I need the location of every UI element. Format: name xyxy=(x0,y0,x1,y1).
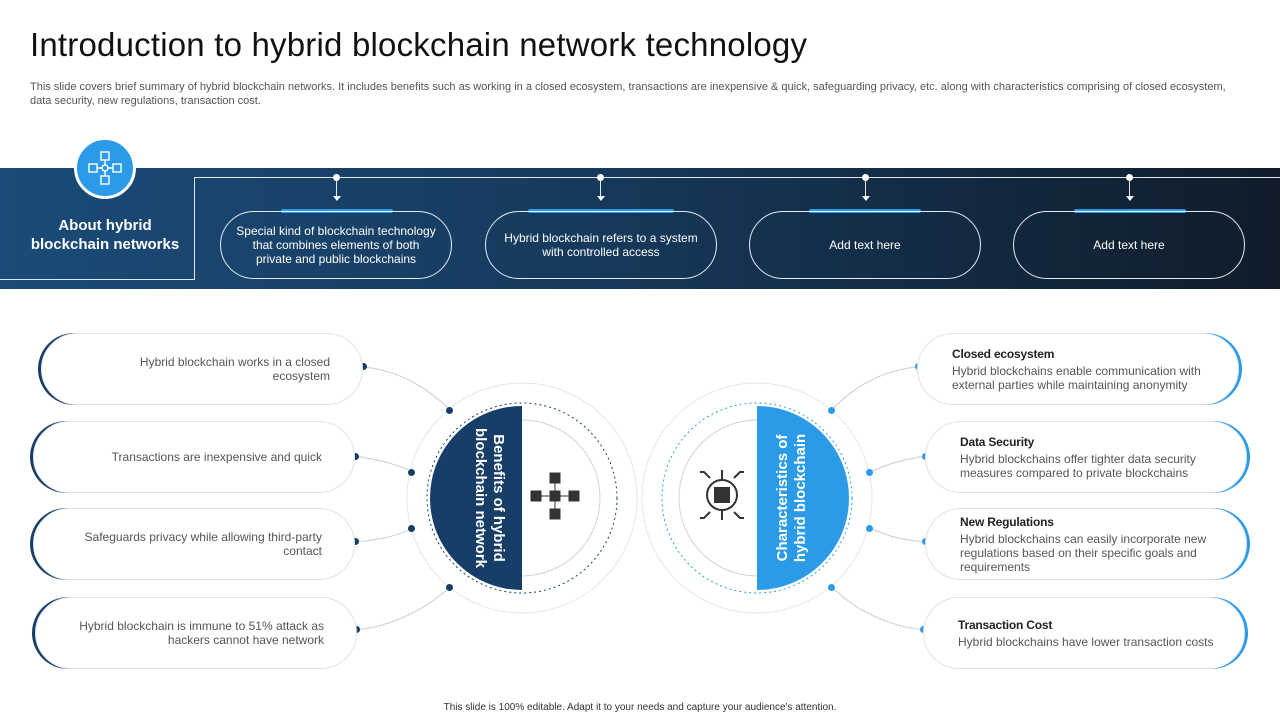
about-label: About hybrid blockchain networks xyxy=(20,216,190,254)
about-card-text: Hybrid blockchain refers to a system wit… xyxy=(504,231,698,259)
connector-line xyxy=(831,366,919,411)
ring-dot xyxy=(408,469,415,476)
characteristic-title: New Regulations xyxy=(960,514,1054,529)
ring-dot xyxy=(866,525,873,532)
characteristic-text: Hybrid blockchains enable communication … xyxy=(952,363,1201,392)
footer-note: This slide is 100% editable. Adapt it to… xyxy=(443,702,837,713)
hub-outer-ring xyxy=(641,382,873,614)
about-card: Special kind of blockchain technology th… xyxy=(220,211,452,279)
ring-dot xyxy=(446,407,453,414)
characteristic-card: Closed ecosystem Hybrid blockchains enab… xyxy=(917,333,1239,405)
benefits-heading-line1: Benefits of hybrid xyxy=(490,434,507,562)
ring-dot xyxy=(866,469,873,476)
characteristic-card: New Regulations Hybrid blockchains can e… xyxy=(925,508,1247,580)
benefits-heading: Benefits of hybrid blockchain network xyxy=(472,428,507,569)
benefit-card: Transactions are inexpensive and quick xyxy=(33,421,355,493)
band-divider-line xyxy=(0,279,195,280)
characteristics-heading: Characteristics of hybrid blockchain xyxy=(774,434,809,563)
band-frame-line xyxy=(194,177,1280,279)
connector-arrow xyxy=(597,174,605,201)
benefit-text: Transactions are inexpensive and quick xyxy=(111,450,322,464)
characteristic-text: Hybrid blockchains offer tighter data se… xyxy=(960,451,1196,480)
characteristic-title: Transaction Cost xyxy=(958,617,1053,632)
about-label-line1: About hybrid xyxy=(58,217,152,234)
connector-arrow xyxy=(333,174,341,201)
connector-arrow xyxy=(1126,174,1134,201)
connector-line xyxy=(869,527,927,543)
page-subtitle: This slide covers brief summary of hybri… xyxy=(30,81,1226,107)
about-card-text: Add text here xyxy=(1093,238,1165,252)
characteristic-title: Data Security xyxy=(960,434,1035,449)
about-card-text: Add text here xyxy=(829,238,901,252)
connector-line xyxy=(354,455,413,473)
card-dot xyxy=(352,538,359,545)
benefit-card: Hybrid blockchain works in a closed ecos… xyxy=(41,333,363,405)
blockchain-network-icon xyxy=(74,137,136,199)
ring-dot xyxy=(446,584,453,591)
benefits-heading-line2: blockchain network xyxy=(472,428,489,569)
characteristic-card: Data Security Hybrid blockchains offer t… xyxy=(925,421,1247,493)
characteristic-text: Hybrid blockchains can easily incorporat… xyxy=(960,531,1207,574)
characteristics-half-disc xyxy=(757,406,849,590)
benefit-text: Hybrid blockchain is immune to 51% attac… xyxy=(79,619,324,647)
blockchain-chip-icon xyxy=(700,470,744,520)
ring-dot xyxy=(828,407,835,414)
benefit-text: Safeguards privacy while allowing third-… xyxy=(84,530,322,558)
about-card: Add text here xyxy=(749,211,981,279)
page-title: Introduction to hybrid blockchain networ… xyxy=(30,26,808,63)
hub-outer-ring xyxy=(406,382,638,614)
hub-dotted-ring xyxy=(661,402,853,594)
benefits-half-disc xyxy=(430,406,522,590)
connector-line xyxy=(831,586,925,631)
connector-line xyxy=(355,586,451,631)
ring-dot xyxy=(828,584,835,591)
characteristics-heading-line2: hybrid blockchain xyxy=(792,434,809,562)
ring-dot xyxy=(408,525,415,532)
connector-line xyxy=(869,455,927,473)
about-card: Hybrid blockchain refers to a system wit… xyxy=(485,211,717,279)
characteristics-heading-line1: Characteristics of xyxy=(774,434,791,562)
connector-line xyxy=(354,527,413,543)
hub-diagram: Benefits of hybrid blockchain network Ch… xyxy=(354,366,927,631)
benefit-text: Hybrid blockchain works in a closed ecos… xyxy=(139,355,330,383)
characteristic-text: Hybrid blockchains have lower transactio… xyxy=(958,634,1214,649)
benefit-card: Safeguards privacy while allowing third-… xyxy=(33,508,355,580)
connector-arrow xyxy=(862,174,870,201)
blockchain-cubes-icon xyxy=(530,472,580,520)
about-card: Add text here xyxy=(1013,211,1245,279)
benefit-card: Hybrid blockchain is immune to 51% attac… xyxy=(35,597,357,669)
characteristic-card: Transaction Cost Hybrid blockchains have… xyxy=(923,597,1245,669)
connector-line xyxy=(362,366,451,411)
card-dot xyxy=(352,453,359,460)
characteristic-title: Closed ecosystem xyxy=(952,346,1055,361)
card-dot xyxy=(360,363,367,370)
about-band xyxy=(0,168,1280,289)
about-card-text: Special kind of blockchain technology th… xyxy=(236,224,436,266)
hub-dotted-ring xyxy=(426,402,618,594)
about-label-line2: blockchain networks xyxy=(30,236,180,253)
